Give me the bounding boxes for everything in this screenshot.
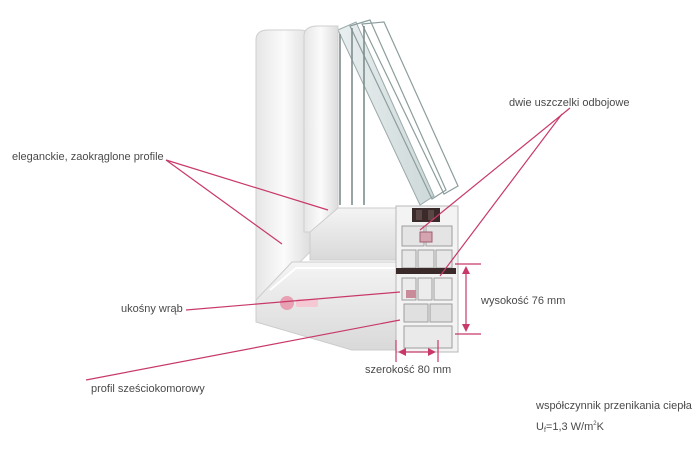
label-uf-value: Uf=1,3 W/m2K: [536, 418, 604, 437]
horizontal-frame-outer: [255, 261, 411, 351]
glass-panes: [337, 19, 459, 206]
uf-subscript: f: [543, 427, 546, 434]
label-slant-rebate: ukośny wrąb: [121, 303, 183, 315]
label-six-chamber-profile: profil sześciokomorowy: [91, 383, 205, 395]
uf-unit: K: [596, 421, 604, 433]
height-dimension: [455, 263, 481, 335]
label-heat-transfer-coefficient: współczynnik przenikania ciepła: [536, 400, 692, 412]
label-rounded-profiles: eleganckie, zaokrąglone profile: [12, 151, 164, 163]
uf-symbol: U: [536, 421, 544, 433]
rehau-logo-badge: [280, 296, 318, 310]
uf-equals: =1,3 W/m: [545, 421, 594, 433]
width-dimension: [395, 340, 439, 362]
profile-cross-section: [395, 205, 459, 353]
uf-superscript: 2: [593, 421, 597, 427]
label-height: wysokość 76 mm: [481, 295, 566, 307]
label-width: szerokość 80 mm: [365, 364, 452, 376]
vertical-sash: [303, 25, 339, 233]
label-seals: dwie uszczelki odbojowe: [509, 97, 630, 109]
leader-lines: [85, 107, 571, 381]
